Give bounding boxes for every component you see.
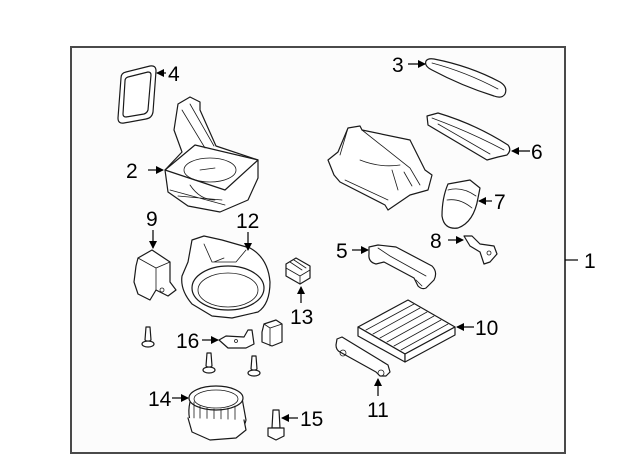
part-13-resistor[interactable]: 13 <box>285 257 313 329</box>
callout-15-label: 15 <box>300 408 323 431</box>
callout-9-label: 9 <box>146 208 158 231</box>
callout-12-label: 12 <box>236 210 259 233</box>
connector-block <box>261 319 283 347</box>
callout-7-label: 7 <box>494 191 506 214</box>
callout-10-label: 10 <box>475 317 498 340</box>
callout-3-label: 3 <box>392 54 404 77</box>
upper-case-housing <box>327 125 433 211</box>
part-8-actuator[interactable]: 8 <box>430 230 498 265</box>
part-11-bracket[interactable]: 11 <box>335 336 391 422</box>
screw <box>141 326 155 348</box>
part-12-blower-housing[interactable]: 12 <box>181 210 271 319</box>
callout-14-label: 14 <box>148 388 172 411</box>
part-15-bolt[interactable]: 15 <box>267 408 323 441</box>
part-2-blower-case[interactable]: 2 <box>126 96 259 213</box>
callout-11-label: 11 <box>367 399 389 422</box>
callout-2-label: 2 <box>126 160 138 183</box>
callout-5-label: 5 <box>336 240 348 263</box>
part-16-plate[interactable]: 16 <box>176 329 255 353</box>
callout-16-label: 16 <box>176 330 199 353</box>
part-4-gasket[interactable]: 4 <box>117 63 180 124</box>
part-7-cover[interactable]: 7 <box>441 179 506 229</box>
callout-1-label: 1 <box>584 250 596 273</box>
part-5-duct[interactable]: 5 <box>336 240 437 290</box>
screw <box>247 355 261 377</box>
part-3-seal[interactable]: 3 <box>392 54 507 98</box>
callout-6-label: 6 <box>531 141 543 164</box>
part-10-filter[interactable]: 10 <box>357 299 498 363</box>
part-9-module[interactable]: 9 <box>133 208 177 301</box>
callout-13-label: 13 <box>290 306 313 329</box>
callout-1[interactable]: 1 <box>565 250 596 273</box>
screw <box>202 352 216 374</box>
callout-8-label: 8 <box>430 230 442 253</box>
part-6-door[interactable]: 6 <box>426 112 543 164</box>
callout-4-label: 4 <box>168 63 180 86</box>
part-14-blower-motor[interactable]: 14 <box>148 385 247 441</box>
